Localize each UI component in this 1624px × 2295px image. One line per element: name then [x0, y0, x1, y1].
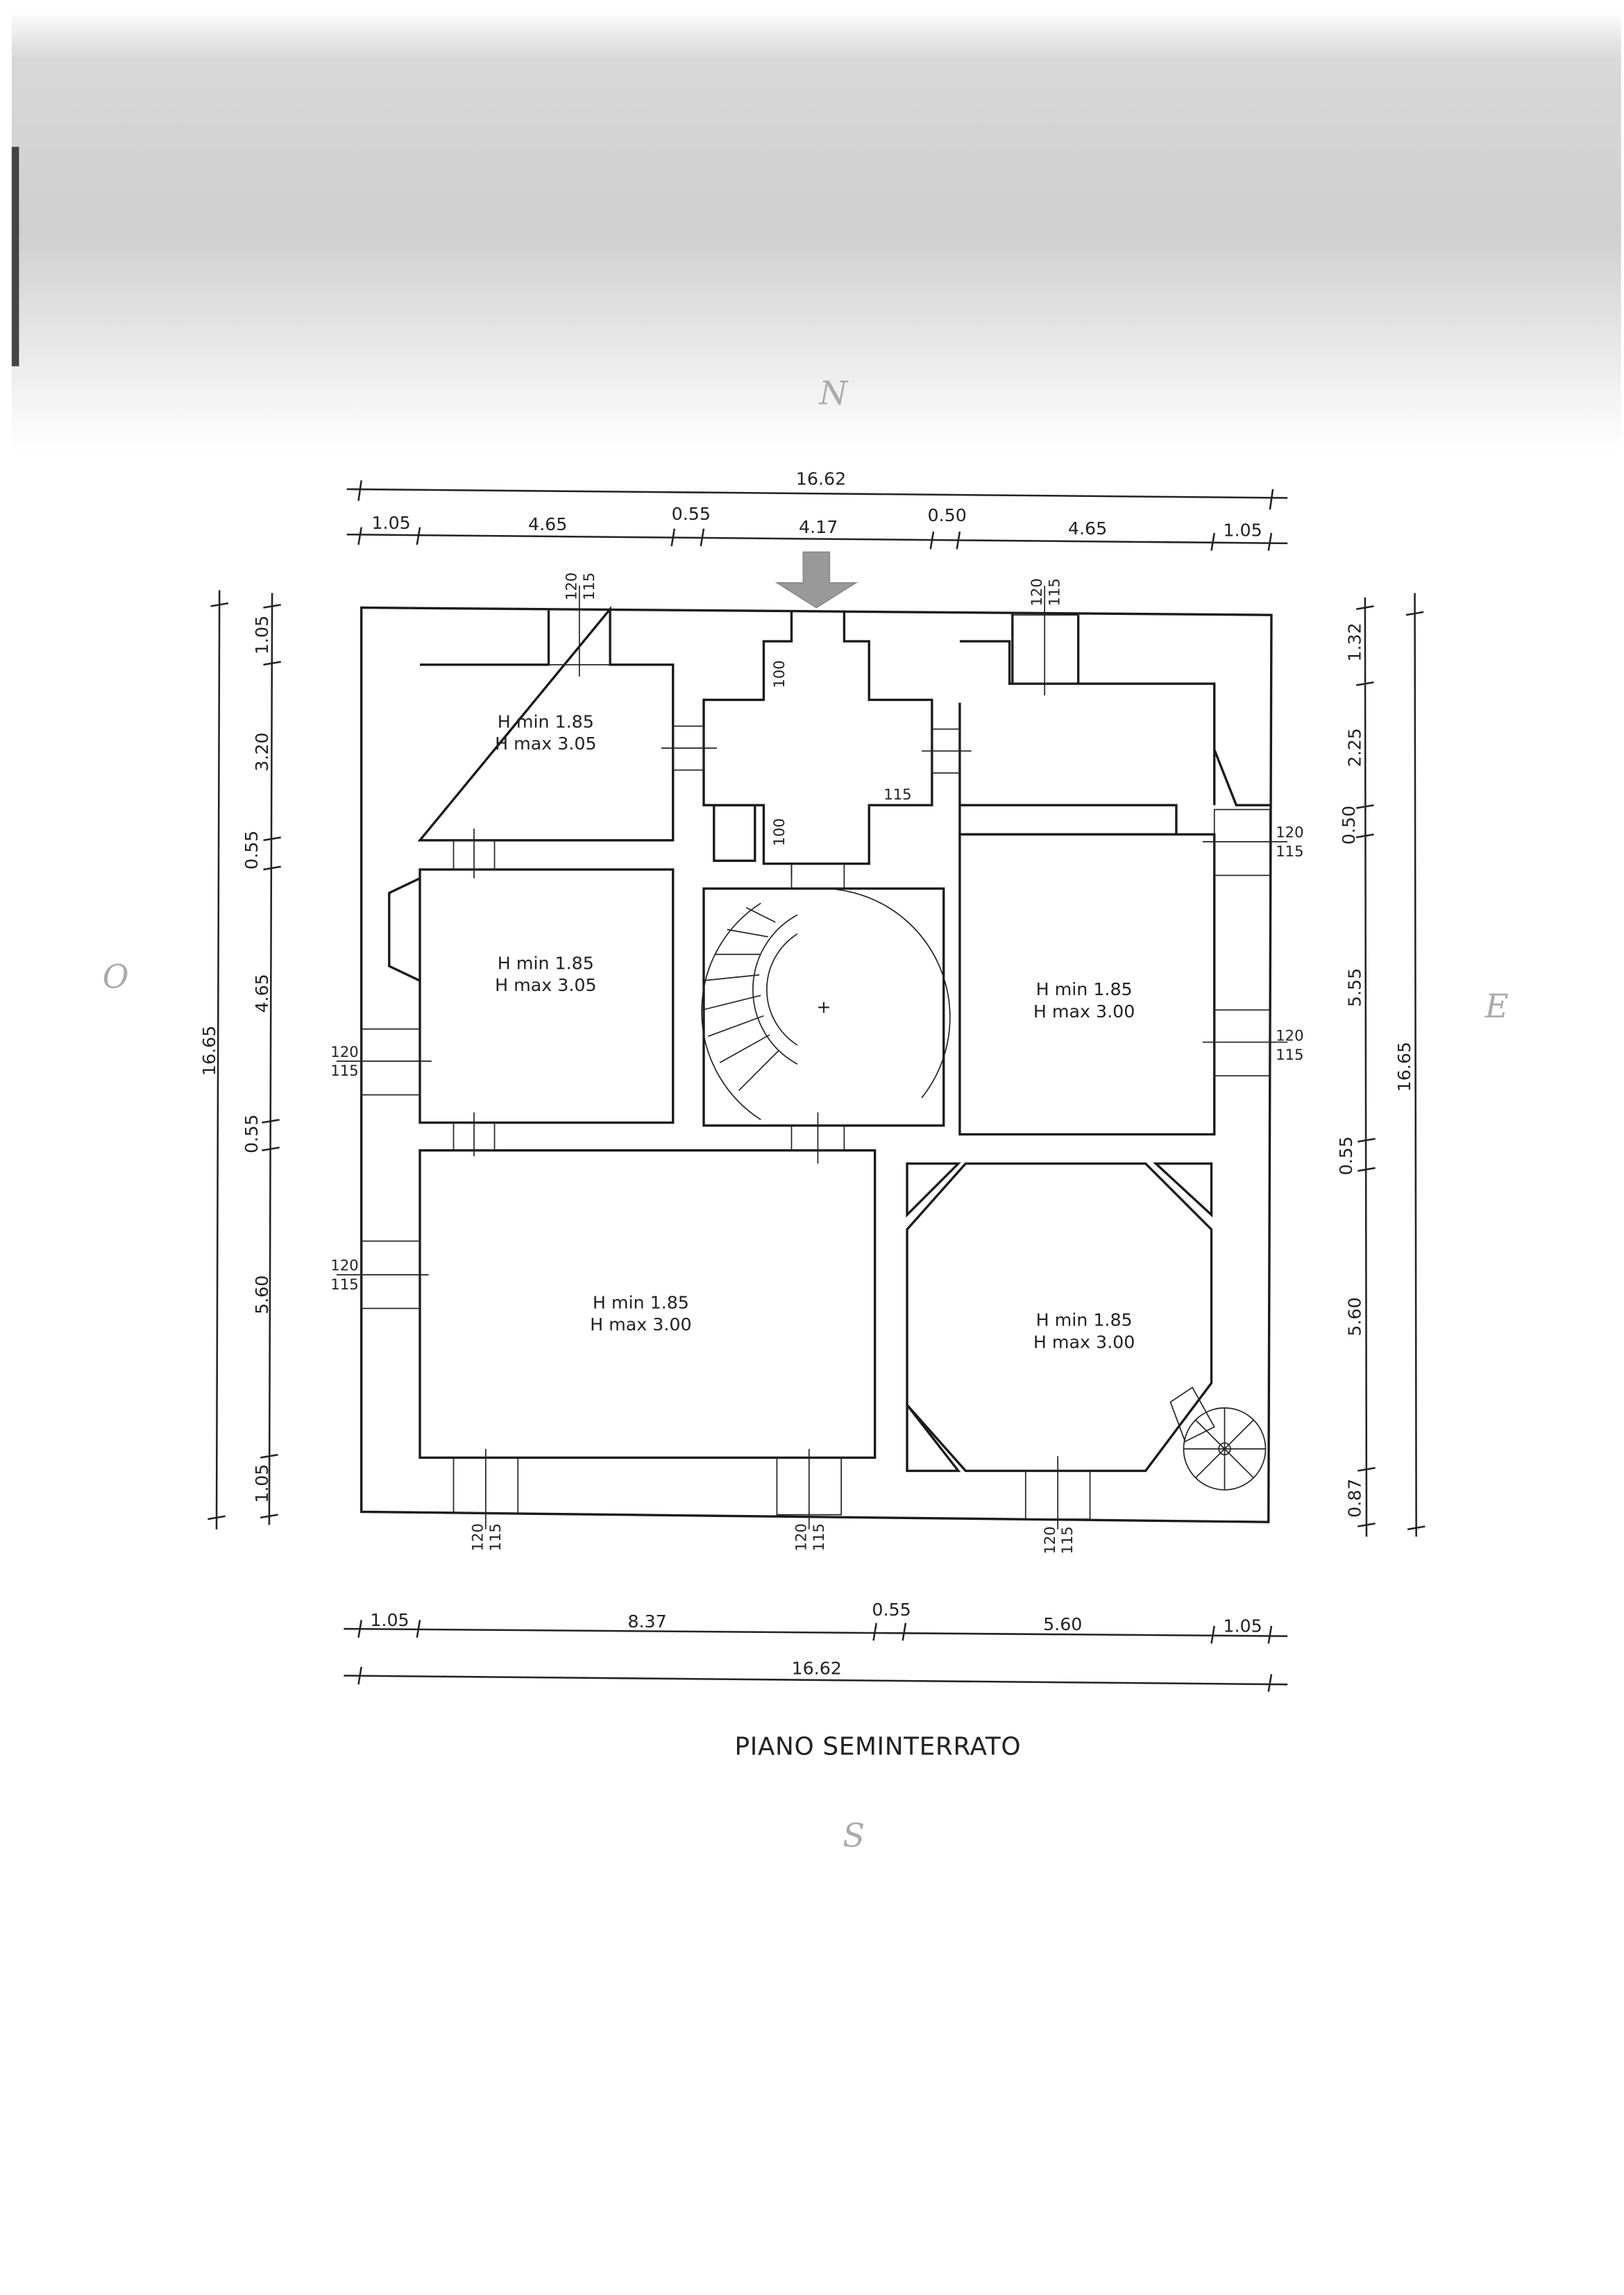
svg-text:115: 115: [1045, 578, 1063, 606]
svg-text:1.05: 1.05: [1223, 520, 1262, 540]
svg-text:115: 115: [1276, 1046, 1303, 1063]
svg-text:120: 120: [1028, 578, 1045, 606]
svg-text:3.20: 3.20: [252, 732, 272, 771]
svg-text:H min 1.85: H min 1.85: [1036, 979, 1133, 999]
svg-text:120: 120: [1041, 1526, 1058, 1554]
compass-south: S: [843, 1817, 865, 1854]
plan-title: PIANO SEMINTERRATO: [734, 1732, 1021, 1761]
svg-text:0.55: 0.55: [242, 831, 262, 870]
svg-text:H max 3.00: H max 3.00: [1033, 1332, 1135, 1352]
svg-text:0.55: 0.55: [872, 1600, 911, 1620]
svg-text:1.05: 1.05: [370, 1610, 409, 1630]
room-e-outline: [906, 1162, 1213, 1473]
svg-text:120: 120: [793, 1523, 810, 1551]
svg-text:1.05: 1.05: [252, 1464, 272, 1502]
svg-text:5.60: 5.60: [1043, 1614, 1082, 1634]
svg-text:8.37: 8.37: [627, 1611, 666, 1632]
svg-text:H max 3.00: H max 3.00: [1033, 1001, 1135, 1022]
left-dimensions: 16.65 1.05 3.20 0.55 4.65 0.55 5.60 1.05: [199, 590, 281, 1530]
bottom-dimensions: 1.05 8.37 0.55 5.60 1.05 16.62: [344, 1600, 1288, 1692]
svg-text:100: 100: [770, 660, 788, 688]
svg-text:120: 120: [330, 1043, 358, 1060]
svg-text:120: 120: [1276, 1027, 1303, 1044]
windows: [336, 585, 1288, 1530]
svg-text:115: 115: [580, 573, 598, 600]
compass-north: N: [819, 375, 849, 412]
scan-shading: [11, 15, 1621, 455]
svg-text:115: 115: [1058, 1526, 1076, 1554]
compass-west: O: [103, 958, 129, 996]
svg-text:H min 1.85: H min 1.85: [498, 711, 594, 731]
room-northeast: [958, 640, 1216, 836]
svg-text:1.05: 1.05: [371, 513, 410, 533]
svg-text:+: +: [816, 997, 831, 1017]
svg-text:H min 1.85: H min 1.85: [593, 1292, 689, 1312]
svg-text:120: 120: [563, 573, 580, 600]
svg-text:115: 115: [330, 1062, 358, 1079]
svg-text:115: 115: [330, 1276, 358, 1293]
svg-text:16.62: 16.62: [791, 1658, 841, 1678]
svg-text:H min 1.85: H min 1.85: [498, 953, 594, 973]
svg-text:4.65: 4.65: [1068, 518, 1107, 539]
scan-edge: [11, 146, 19, 366]
svg-text:4.65: 4.65: [252, 974, 272, 1013]
svg-text:5.60: 5.60: [1345, 1297, 1365, 1336]
room-d-outline: [418, 1149, 877, 1459]
svg-text:0.50: 0.50: [928, 505, 967, 525]
svg-text:16.62: 16.62: [796, 469, 846, 489]
entrance-arrow-icon: [775, 551, 858, 609]
svg-text:1.05: 1.05: [252, 616, 272, 654]
entrance-hall: [702, 610, 933, 865]
svg-text:16.65: 16.65: [199, 1026, 219, 1076]
compass-east: E: [1485, 988, 1509, 1025]
svg-text:16.65: 16.65: [1394, 1042, 1414, 1092]
svg-text:120: 120: [469, 1523, 487, 1551]
room-c-outline: [958, 833, 1216, 1136]
svg-text:0.55: 0.55: [672, 504, 711, 524]
svg-text:0.55: 0.55: [242, 1115, 262, 1153]
svg-text:115: 115: [1276, 842, 1303, 860]
svg-text:5.60: 5.60: [252, 1276, 272, 1314]
svg-text:0.50: 0.50: [1339, 806, 1359, 845]
svg-text:1.32: 1.32: [1345, 623, 1365, 661]
svg-text:115: 115: [487, 1523, 504, 1551]
svg-text:4.65: 4.65: [528, 514, 567, 534]
svg-text:100: 100: [770, 818, 788, 846]
svg-text:2.25: 2.25: [1345, 728, 1365, 767]
svg-text:0.87: 0.87: [1345, 1479, 1365, 1518]
svg-text:0.55: 0.55: [1336, 1136, 1356, 1175]
room-b-outline: [388, 868, 675, 1124]
svg-text:115: 115: [810, 1523, 827, 1551]
svg-text:5.55: 5.55: [1345, 968, 1365, 1007]
right-dimensions: 1.32 2.25 0.50 5.55 0.55 5.60 0.87 16.65: [1336, 593, 1426, 1537]
room-labels: H min 1.85 H max 3.05 H min 1.85 H max 3…: [495, 711, 1135, 1352]
svg-text:4.17: 4.17: [799, 517, 838, 537]
window-labels: 120 115 120 115 120 115 120 115 120 115 …: [330, 573, 1303, 1555]
svg-text:115: 115: [883, 786, 911, 803]
top-dimensions: 16.62 1.05 4.65 0.55 4.17 0.50 4.65 1.05: [346, 469, 1288, 551]
svg-text:120: 120: [1276, 824, 1303, 841]
svg-text:1.05: 1.05: [1223, 1616, 1262, 1636]
svg-text:H max 3.00: H max 3.00: [590, 1314, 691, 1335]
svg-text:H min 1.85: H min 1.85: [1036, 1310, 1133, 1330]
svg-text:H max 3.05: H max 3.05: [495, 975, 596, 995]
svg-text:120: 120: [330, 1257, 358, 1274]
svg-text:H max 3.05: H max 3.05: [495, 734, 596, 754]
